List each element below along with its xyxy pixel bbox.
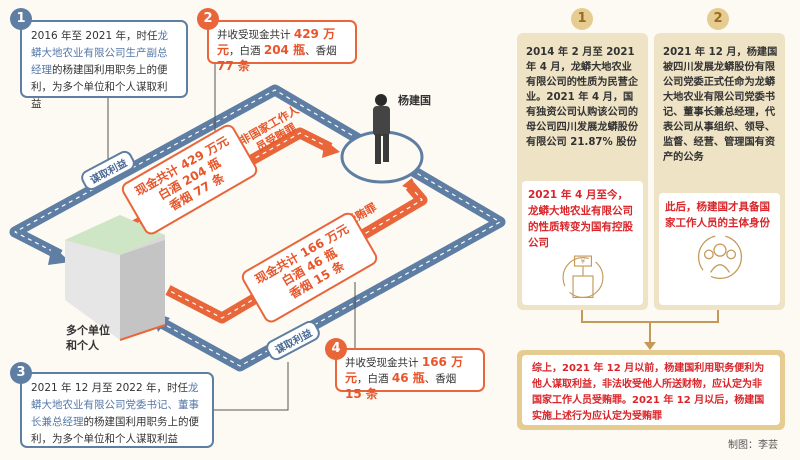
- step4-text: ，白酒: [357, 373, 392, 385]
- step2-text: ，白酒: [229, 45, 264, 57]
- fact2-result: 此后，杨建国才具备国家工作人员的主体身份: [665, 201, 770, 229]
- step2-text: 、香烟: [305, 45, 337, 57]
- company-growth-icon: ¥: [561, 255, 604, 299]
- fact-badge-1: 1: [571, 8, 593, 30]
- merge-connector: [581, 310, 719, 350]
- step1-box: 2016 年至 2021 年，时任龙蟒大地农业有限公司生产副总经理的杨建国利用职…: [20, 20, 188, 110]
- step4-box: 并收受现金共计 166 万元，白酒 46 瓶、香烟 15 条: [335, 348, 485, 401]
- step-badge-4: 4: [325, 338, 347, 360]
- step-badge-3: 3: [10, 362, 32, 384]
- person-circle: [340, 130, 424, 184]
- step3-role: 龙蟒大地农业有限公司党委书记、董事长兼总经理: [31, 382, 199, 428]
- step1-role: 龙蟒大地农业有限公司生产副总经理: [31, 30, 168, 76]
- step-badge-2: 2: [197, 8, 219, 30]
- person-label: 杨建国: [398, 94, 431, 107]
- step3-text: 2021 年 12 月至 2022 年，时任: [31, 382, 188, 394]
- building-label: 多个单位和个人: [66, 324, 110, 352]
- fact-badge-2: 2: [707, 8, 729, 30]
- fact-column-2: 2021 年 12 月，杨建国被四川发展龙蟒股份有限公司党委正式任命为龙蟒大地农…: [654, 33, 785, 310]
- building-icon: [65, 215, 166, 341]
- liquor-amount: 204 瓶: [263, 43, 306, 57]
- person-icon: [373, 94, 390, 164]
- step-badge-1: 1: [10, 8, 32, 30]
- people-cycle-icon: [697, 234, 742, 280]
- step2-text: 并收受现金共计: [217, 29, 294, 41]
- step3-box: 2021 年 12 月至 2022 年，时任龙蟒大地农业有限公司党委书记、董事长…: [20, 372, 214, 448]
- arrow-up-to-person: [402, 178, 418, 192]
- liquor-amount: 46 瓶: [391, 371, 425, 385]
- cash-amount: 166 万元: [345, 355, 464, 385]
- fact1-result: 2021 年 4 月至今，龙蟒大地农业有限公司的性质转变为国有控股公司: [528, 189, 633, 249]
- step2-box: 并收受现金共计 429 万元，白酒 204 瓶、香烟 77 条: [207, 20, 357, 73]
- step3-text-end: 的杨建国利用职务上的便利，为多个单位和个人谋取利益: [31, 416, 199, 445]
- cigarette-amount: 15 条: [345, 387, 378, 401]
- step1-text-end: 的杨建国利用职务上的便利，为多个单位和个人谋取利益: [31, 64, 168, 110]
- step4-text: 、香烟: [424, 373, 457, 385]
- fact1-text: 2014 年 2 月至 2021 年 4 月，龙蟒大地农业有限公司的性质为民营企…: [526, 47, 639, 148]
- arrow-to-person: [322, 140, 340, 158]
- fact2-text: 2021 年 12 月，杨建国被四川发展龙蟒股份有限公司党委正式任命为龙蟒大地农…: [663, 47, 778, 163]
- fact2-result-box: 此后，杨建国才具备国家工作人员的主体身份: [659, 193, 780, 305]
- flow-roads: [9, 62, 506, 411]
- summary-box: 综上，2021 年 12 月以前，杨建国利用职务便利为他人谋取利益，非法收受他人…: [517, 350, 785, 430]
- arrow-into-building: [48, 245, 70, 265]
- cigarette-amount: 77 条: [217, 59, 250, 73]
- cash-amount: 429 万元: [217, 27, 336, 57]
- fact1-result-box: 2021 年 4 月至今，龙蟒大地农业有限公司的性质转变为国有控股公司 ¥: [522, 181, 643, 305]
- step1-text: 2016 年至 2021 年，时任: [31, 30, 158, 42]
- fact-column-1: 2014 年 2 月至 2021 年 4 月，龙蟒大地农业有限公司的性质为民营企…: [517, 33, 648, 310]
- yuan-symbol: ¥: [580, 258, 585, 266]
- step4-text: 并收受现金共计: [345, 357, 422, 369]
- summary-text: 综上，2021 年 12 月以前，杨建国利用职务便利为他人谋取利益，非法收受他人…: [522, 355, 780, 425]
- credit: 制图：李芸: [728, 440, 778, 451]
